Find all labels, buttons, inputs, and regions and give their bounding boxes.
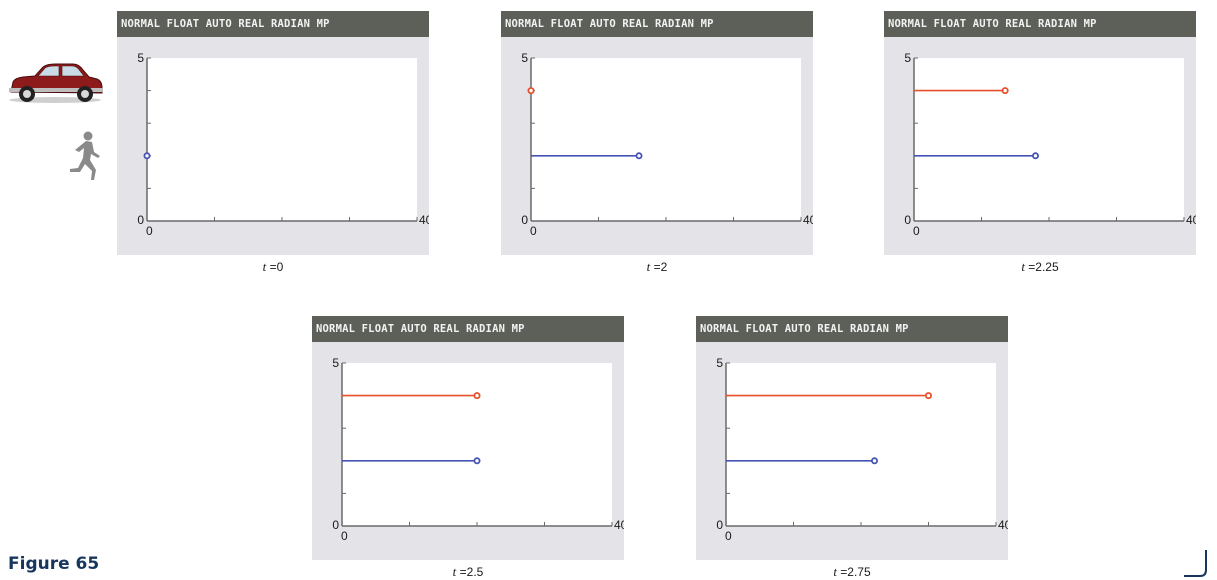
x-tick-label-max: 40 — [1186, 213, 1196, 227]
x-tick-label-max: 40 — [614, 518, 624, 532]
x-tick-label-max: 40 — [998, 518, 1008, 532]
calculator-screen: NORMAL FLOAT AUTO REAL RADIAN MP 5 00 40 — [884, 11, 1196, 255]
y-tick-label-max: 5 — [332, 356, 339, 370]
status-bar-text: NORMAL FLOAT AUTO REAL RADIAN MP — [888, 18, 1097, 30]
time-caption: t =2 — [501, 259, 813, 275]
status-bar: NORMAL FLOAT AUTO REAL RADIAN MP — [312, 316, 624, 359]
status-bar-text: NORMAL FLOAT AUTO REAL RADIAN MP — [316, 323, 525, 335]
runner-position-marker — [635, 152, 643, 160]
time-variable: t — [833, 564, 837, 579]
x-tick-label-max: 40 — [803, 213, 813, 227]
y-tick-label-max: 5 — [716, 356, 723, 370]
runner-icon — [70, 131, 100, 180]
plot-svg: 5 00 40 — [904, 51, 1196, 238]
y-tick-label-max: 5 — [137, 51, 144, 65]
status-bar-text: NORMAL FLOAT AUTO REAL RADIAN MP — [505, 18, 714, 30]
x-tick-label-min: 0 — [913, 224, 920, 238]
plot-area — [147, 58, 417, 221]
status-bar: NORMAL FLOAT AUTO REAL RADIAN MP — [884, 11, 1196, 54]
y-tick-label-min: 0 — [716, 518, 723, 532]
time-caption: t =2.75 — [696, 564, 1008, 580]
runner-position-marker — [473, 457, 481, 465]
time-value: =2.25 — [1024, 260, 1059, 274]
plot-area — [726, 363, 996, 526]
plot-area — [914, 58, 1184, 221]
time-variable: t — [452, 564, 457, 579]
time-value: =0 — [266, 260, 284, 274]
time-value: =2 — [650, 260, 668, 274]
x-tick-label-min: 0 — [530, 224, 537, 238]
plot-svg: 5 00 40 — [521, 51, 813, 238]
calculator-screen: NORMAL FLOAT AUTO REAL RADIAN MP 5 00 40 — [312, 316, 624, 560]
time-variable: t — [646, 259, 651, 274]
car-position-marker — [1001, 87, 1009, 95]
runner-position-marker — [870, 457, 878, 465]
calculator-screen: NORMAL FLOAT AUTO REAL RADIAN MP 5 00 40 — [117, 11, 429, 255]
figure-label: Figure 65 — [8, 554, 100, 574]
time-variable: t — [262, 259, 267, 274]
status-bar-text: NORMAL FLOAT AUTO REAL RADIAN MP — [121, 18, 330, 30]
y-tick-label-min: 0 — [904, 213, 911, 227]
x-tick-label-min: 0 — [725, 529, 732, 543]
status-bar-text: NORMAL FLOAT AUTO REAL RADIAN MP — [700, 323, 909, 335]
status-bar: NORMAL FLOAT AUTO REAL RADIAN MP — [117, 11, 429, 54]
plot-svg: 5 00 40 — [137, 51, 429, 238]
runner-position-marker — [1031, 152, 1039, 160]
status-bar: NORMAL FLOAT AUTO REAL RADIAN MP — [696, 316, 1008, 359]
car-icon — [9, 63, 103, 103]
y-tick-label-min: 0 — [332, 518, 339, 532]
car-position-marker — [473, 392, 481, 400]
x-tick-label-min: 0 — [341, 529, 348, 543]
plot-area — [531, 58, 801, 221]
time-caption: t =2.25 — [884, 259, 1196, 275]
car-position-marker — [527, 87, 535, 95]
time-variable: t — [1021, 259, 1025, 274]
car-position-marker — [924, 392, 932, 400]
x-tick-label-min: 0 — [146, 224, 153, 238]
calculator-screen: NORMAL FLOAT AUTO REAL RADIAN MP 5 00 40 — [696, 316, 1008, 560]
status-bar: NORMAL FLOAT AUTO REAL RADIAN MP — [501, 11, 813, 54]
plot-area — [342, 363, 612, 526]
x-tick-label-max: 40 — [419, 213, 429, 227]
y-tick-label-min: 0 — [521, 213, 528, 227]
time-caption: t =2.5 — [312, 564, 624, 580]
runner-position-marker — [143, 152, 151, 160]
y-tick-label-min: 0 — [137, 213, 144, 227]
time-value: =2.5 — [456, 565, 484, 579]
corner-bracket-icon — [1184, 550, 1207, 577]
plot-svg: 5 00 40 — [332, 356, 624, 543]
y-tick-label-max: 5 — [521, 51, 528, 65]
time-caption: t =0 — [117, 259, 429, 275]
time-value: =2.75 — [836, 565, 871, 579]
plot-svg: 5 00 40 — [716, 356, 1008, 543]
calculator-screen: NORMAL FLOAT AUTO REAL RADIAN MP 5 00 40 — [501, 11, 813, 255]
y-tick-label-max: 5 — [904, 51, 911, 65]
